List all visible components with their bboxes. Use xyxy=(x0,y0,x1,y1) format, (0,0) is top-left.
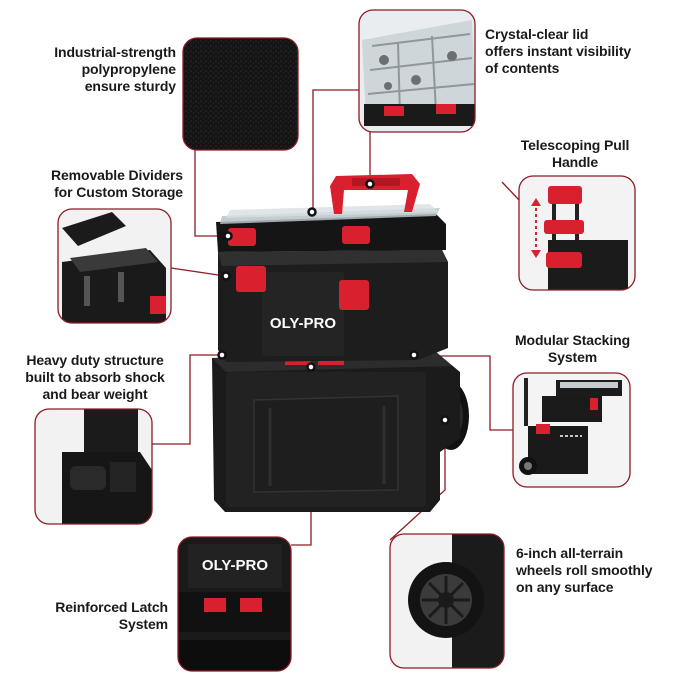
callout-latch: Reinforced Latch System xyxy=(55,599,168,632)
panel-modular-stacking xyxy=(512,372,631,488)
callout-wheels: 6-inch all-terrain wheels roll smoothly … xyxy=(516,545,653,595)
latch-logo: OLY-PRO xyxy=(202,557,268,574)
panel-material-texture xyxy=(182,37,299,151)
panel-heavy-structure xyxy=(34,408,153,525)
callout-handle: Telescoping Pull Handle xyxy=(520,137,630,170)
case-logo: OLY-PRO xyxy=(270,315,336,332)
panel-reinforced-latch: OLY-PRO xyxy=(177,536,292,672)
callout-material: Industrial-strength polypropylene ensure… xyxy=(54,44,176,94)
callout-stacking: Modular Stacking System xyxy=(514,332,631,365)
panel-crystal-lid xyxy=(358,9,476,133)
callout-lid: Crystal-clear lid offers instant visibil… xyxy=(485,26,632,76)
toolbox-stack: OLY-PRO xyxy=(212,174,469,512)
panel-removable-dividers xyxy=(57,208,172,324)
panel-all-terrain-wheels xyxy=(389,533,505,669)
panel-pull-handle xyxy=(518,175,636,291)
callout-dividers: Removable Dividers for Custom Storage xyxy=(50,167,183,200)
callout-structure: Heavy duty structure built to absorb sho… xyxy=(25,352,165,402)
